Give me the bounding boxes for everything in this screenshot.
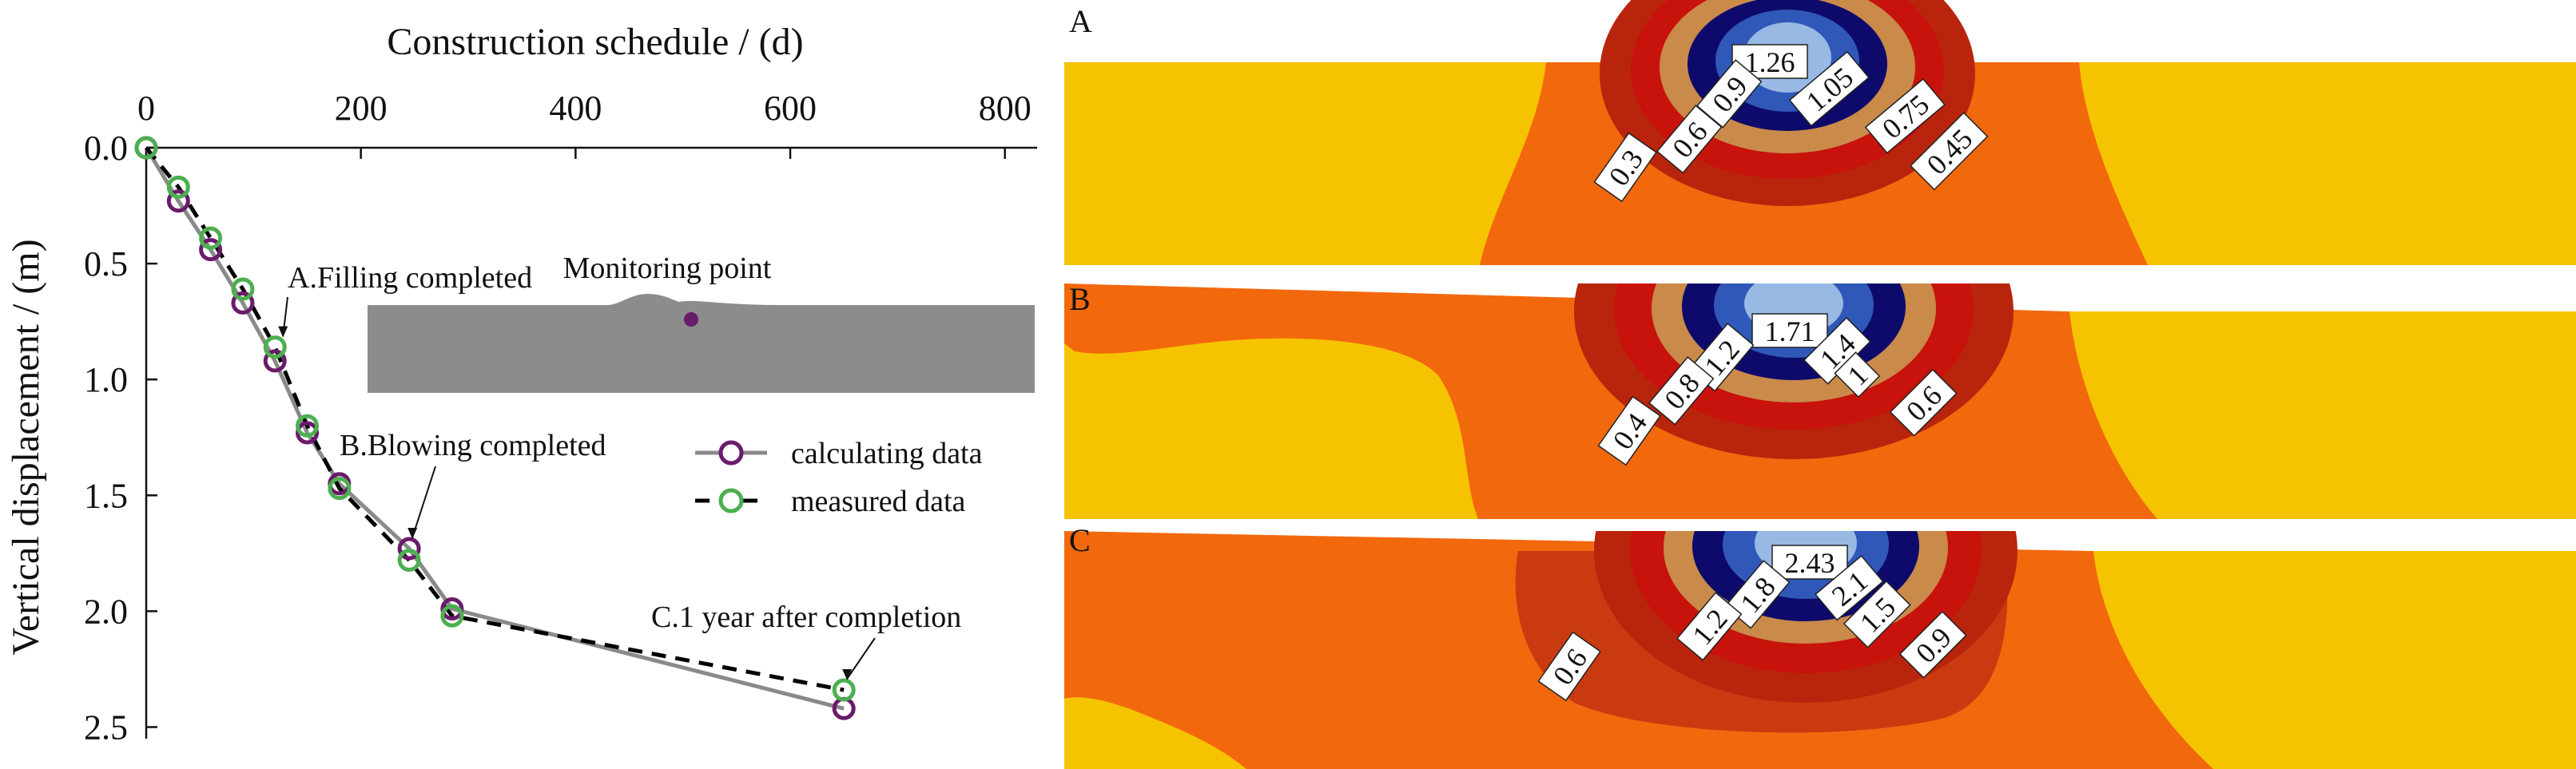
annotation-arrow	[411, 466, 436, 538]
contour-label-box	[1593, 132, 1657, 203]
contour-label-group: 2.43	[1771, 545, 1848, 580]
series-1-point	[832, 678, 856, 702]
series-line-1	[145, 146, 845, 692]
contour-label-box	[1695, 59, 1763, 129]
series-1-point	[440, 604, 464, 628]
annotation-label: B.Blowing completed	[340, 429, 606, 462]
y-tick-label: 1.0	[84, 360, 128, 399]
y-tick-label: 0.0	[84, 129, 128, 168]
contour-label-box	[1910, 112, 1989, 191]
contour-label-group: 1.71	[1751, 313, 1828, 348]
contour-label-box	[1815, 554, 1884, 621]
contour-label-box	[1771, 545, 1848, 580]
series-0-point	[397, 537, 421, 561]
y-tick-label: 2.0	[84, 592, 128, 631]
contour-label-box	[1648, 356, 1715, 426]
series-1-point	[231, 277, 255, 301]
panel-letter-a: A	[1069, 3, 1092, 39]
x-axis-title: Construction schedule / (d)	[387, 21, 803, 63]
series-0-point	[263, 349, 287, 373]
annotation-label: C.1 year after completion	[651, 601, 961, 634]
series-line-0	[144, 146, 845, 711]
legend: calculating data measured data	[695, 437, 983, 518]
series-1-point	[328, 477, 352, 501]
series-1-point	[263, 335, 287, 359]
contour-label-box	[1864, 77, 1946, 154]
contour-label-box	[1597, 395, 1661, 466]
panel-letter-b: B	[1069, 281, 1091, 317]
annotation-arrow	[846, 637, 876, 680]
contour-label-box	[1898, 610, 1967, 679]
legend-marker-measured	[718, 488, 744, 513]
inset-label: Monitoring point	[563, 252, 772, 285]
series-layer	[134, 136, 856, 720]
contour-label-box	[1656, 105, 1723, 174]
annotation-arrowhead	[278, 326, 288, 338]
contour-label: 2.43	[1785, 547, 1835, 579]
contour-label: 1.26	[1745, 46, 1795, 78]
y-tick-label: 1.5	[84, 476, 128, 515]
x-tick-label: 200	[335, 89, 388, 128]
x-tick-label: 800	[979, 89, 1032, 128]
x-tick-label: 0	[137, 89, 155, 128]
panel-separator-bc	[1064, 519, 2576, 531]
legend-label-measured: measured data	[791, 485, 966, 518]
contour-label-group: 1	[1834, 351, 1881, 398]
contour-label-box	[1676, 592, 1743, 661]
contour-label: 1.71	[1765, 315, 1815, 347]
y-tick-labels: 0.0 0.5 1.0 1.5 2.0 2.5	[84, 129, 157, 747]
series-1-point	[166, 175, 190, 199]
series-0-point	[440, 597, 464, 620]
legend-marker-calculating	[718, 440, 744, 466]
y-tick-label: 2.5	[84, 708, 128, 747]
annotation-arrowhead	[842, 669, 853, 681]
inset-monitoring-point	[684, 312, 698, 327]
series-0-point	[166, 189, 190, 213]
contour-label-box	[1843, 580, 1911, 648]
inset-embankment-body	[368, 294, 1035, 393]
annotation-arrowhead	[407, 528, 418, 540]
panel-separator-ab	[1064, 265, 2576, 283]
x-tick-labels: 0 200 400 600 800	[137, 89, 1032, 159]
series-1-point	[397, 549, 421, 573]
x-tick-label: 600	[764, 89, 817, 128]
legend-label-calculating: calculating data	[791, 437, 983, 470]
series-1-point	[199, 226, 223, 250]
contour-label-box	[1889, 368, 1958, 437]
series-0-point	[231, 291, 255, 315]
series-0-point	[296, 421, 320, 445]
chart-panel: Construction schedule / (d) Vertical dis…	[5, 21, 1037, 747]
x-tick-label: 400	[549, 89, 602, 128]
contour-label-box	[1788, 50, 1870, 127]
series-0-point	[199, 238, 223, 262]
inset-cross-section: Monitoring point	[368, 252, 1035, 393]
contour-label-box	[1834, 351, 1881, 398]
contour-label-box	[1751, 313, 1828, 348]
series-1-point	[134, 136, 158, 160]
contour-label-box	[1537, 631, 1601, 702]
y-tick-label: 0.5	[84, 244, 128, 283]
series-1-point	[296, 414, 320, 438]
y-axis-title: Vertical displacement / (m)	[5, 239, 47, 655]
contour-panel-a	[1064, 0, 2576, 265]
panel-letter-c: C	[1069, 522, 1091, 558]
annotation-label: A.Filling completed	[288, 261, 532, 295]
